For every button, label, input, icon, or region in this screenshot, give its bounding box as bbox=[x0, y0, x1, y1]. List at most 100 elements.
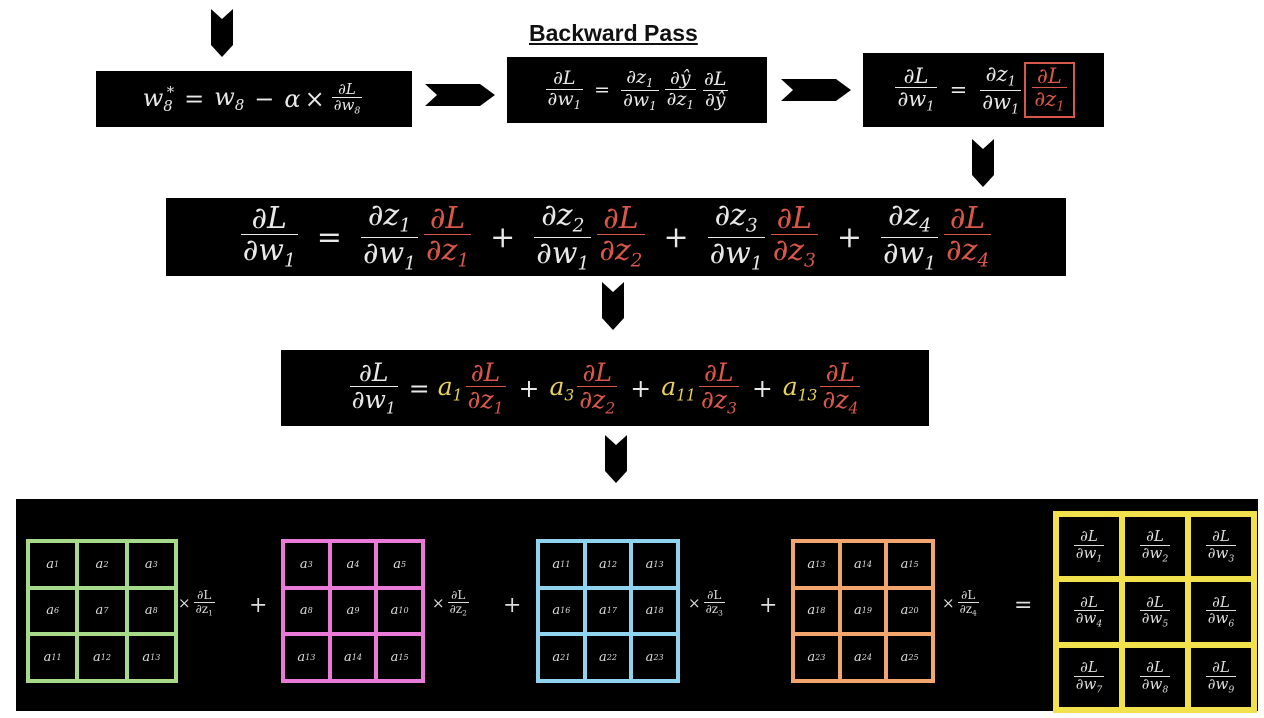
equals-sign: = bbox=[184, 85, 205, 113]
dl-dw1-fraction: ∂L ∂w1 bbox=[895, 64, 937, 115]
plus-sign: + bbox=[503, 593, 522, 618]
plus-sign: + bbox=[751, 373, 773, 403]
dl-dw1-fraction: ∂L ∂w1 bbox=[545, 66, 584, 112]
w8-term: w8 bbox=[214, 83, 245, 115]
grid-cell: ∂L∂w2 bbox=[1122, 514, 1188, 580]
plus-sign: + bbox=[663, 219, 689, 255]
plus-sign: + bbox=[759, 593, 778, 618]
right-arrow-icon bbox=[781, 79, 851, 101]
term-1: a1∂L∂z1 bbox=[437, 357, 506, 418]
minus-sign: − bbox=[254, 85, 275, 113]
grid-cell: ∂L∂w7 bbox=[1056, 644, 1122, 710]
times-dl-dz1: ×∂L∂z1 bbox=[178, 588, 215, 618]
plus-sign: + bbox=[630, 373, 652, 403]
section-title: Backward Pass bbox=[529, 20, 698, 46]
equals-sign: = bbox=[594, 79, 611, 101]
activation-sum-equation: ∂L ∂w1 = a1∂L∂z1 + a3∂L∂z2 + a11∂L∂z3 + … bbox=[281, 350, 929, 426]
w8-star: w8* bbox=[142, 82, 175, 116]
term-4: a13∂L∂z4 bbox=[782, 357, 861, 418]
term-3: ∂z3∂w1∂L∂z3 bbox=[707, 198, 818, 274]
dyhat-dz1-fraction: ∂ŷ ∂z1 bbox=[664, 66, 696, 112]
term-2: a3∂L∂z2 bbox=[549, 357, 618, 418]
dl-dw1-fraction: ∂L ∂w1 bbox=[349, 357, 398, 418]
plus-sign: + bbox=[249, 593, 268, 618]
equals-sign: = bbox=[1014, 593, 1033, 618]
weight-update-equation: w8* = w8 − α × ∂L ∂w8 bbox=[96, 71, 412, 127]
down-arrow-icon bbox=[211, 9, 233, 57]
down-arrow-icon bbox=[602, 282, 624, 330]
down-arrow-icon bbox=[605, 435, 627, 483]
times-dl-dz4: ×∂L∂z4 bbox=[942, 588, 979, 618]
right-arrow-icon bbox=[425, 84, 495, 106]
grid-cell: ∂L∂w9 bbox=[1188, 644, 1254, 710]
dz1-dw1-fraction: ∂z1 ∂w1 bbox=[621, 66, 659, 113]
plus-sign: + bbox=[518, 373, 540, 403]
term-1: ∂z1∂w1∂L∂z1 bbox=[360, 198, 472, 274]
term-3: a11∂L∂z3 bbox=[661, 357, 739, 418]
dl-dw8-fraction: ∂L ∂w8 bbox=[331, 79, 363, 117]
plus-sign: + bbox=[836, 219, 863, 255]
grid-cell: ∂L∂w8 bbox=[1122, 644, 1188, 710]
term-4: ∂z4∂w1∂L∂z4 bbox=[881, 198, 992, 274]
alpha-symbol: α bbox=[284, 85, 301, 113]
equals-sign: = bbox=[408, 373, 430, 403]
times-dl-dz2: ×∂L∂z2 bbox=[432, 588, 469, 618]
term-2: ∂z2∂w1∂L∂z2 bbox=[534, 198, 645, 274]
grid-cell: ∂L∂w4 bbox=[1056, 579, 1122, 645]
grid-cell: ∂L∂w6 bbox=[1188, 579, 1254, 645]
dl-dw1-fraction: ∂L ∂w1 bbox=[240, 200, 298, 272]
plus-sign: + bbox=[490, 219, 516, 255]
highlighted-chain-equation: ∂L ∂w1 = ∂z1 ∂w1 ∂L ∂z1 bbox=[863, 53, 1104, 127]
gradient-result-grid: ∂L∂w1 ∂L∂w2 ∂L∂w3 ∂L∂w4 ∂L∂w5 ∂L∂w6 ∂L∂w… bbox=[1053, 511, 1257, 713]
sum-over-z-equation: ∂L ∂w1 = ∂z1∂w1∂L∂z1 + ∂z2∂w1∂L∂z2 + ∂z3… bbox=[166, 198, 1066, 276]
grid-cell: ∂L∂w1 bbox=[1056, 514, 1122, 580]
equals-sign: = bbox=[949, 78, 968, 102]
chain-rule-equation: ∂L ∂w1 = ∂z1 ∂w1 ∂ŷ ∂z1 ∂L ∂ŷ bbox=[507, 57, 767, 123]
equals-sign: = bbox=[316, 219, 342, 255]
dz1-dw1-fraction: ∂z1 ∂w1 bbox=[980, 62, 1022, 118]
times-sign: × bbox=[304, 85, 325, 113]
down-arrow-icon bbox=[972, 139, 994, 187]
grid-cell: ∂L∂w3 bbox=[1188, 514, 1254, 580]
times-dl-dz3: ×∂L∂z3 bbox=[688, 588, 725, 618]
dl-dyhat-fraction: ∂L ∂ŷ bbox=[702, 67, 728, 111]
